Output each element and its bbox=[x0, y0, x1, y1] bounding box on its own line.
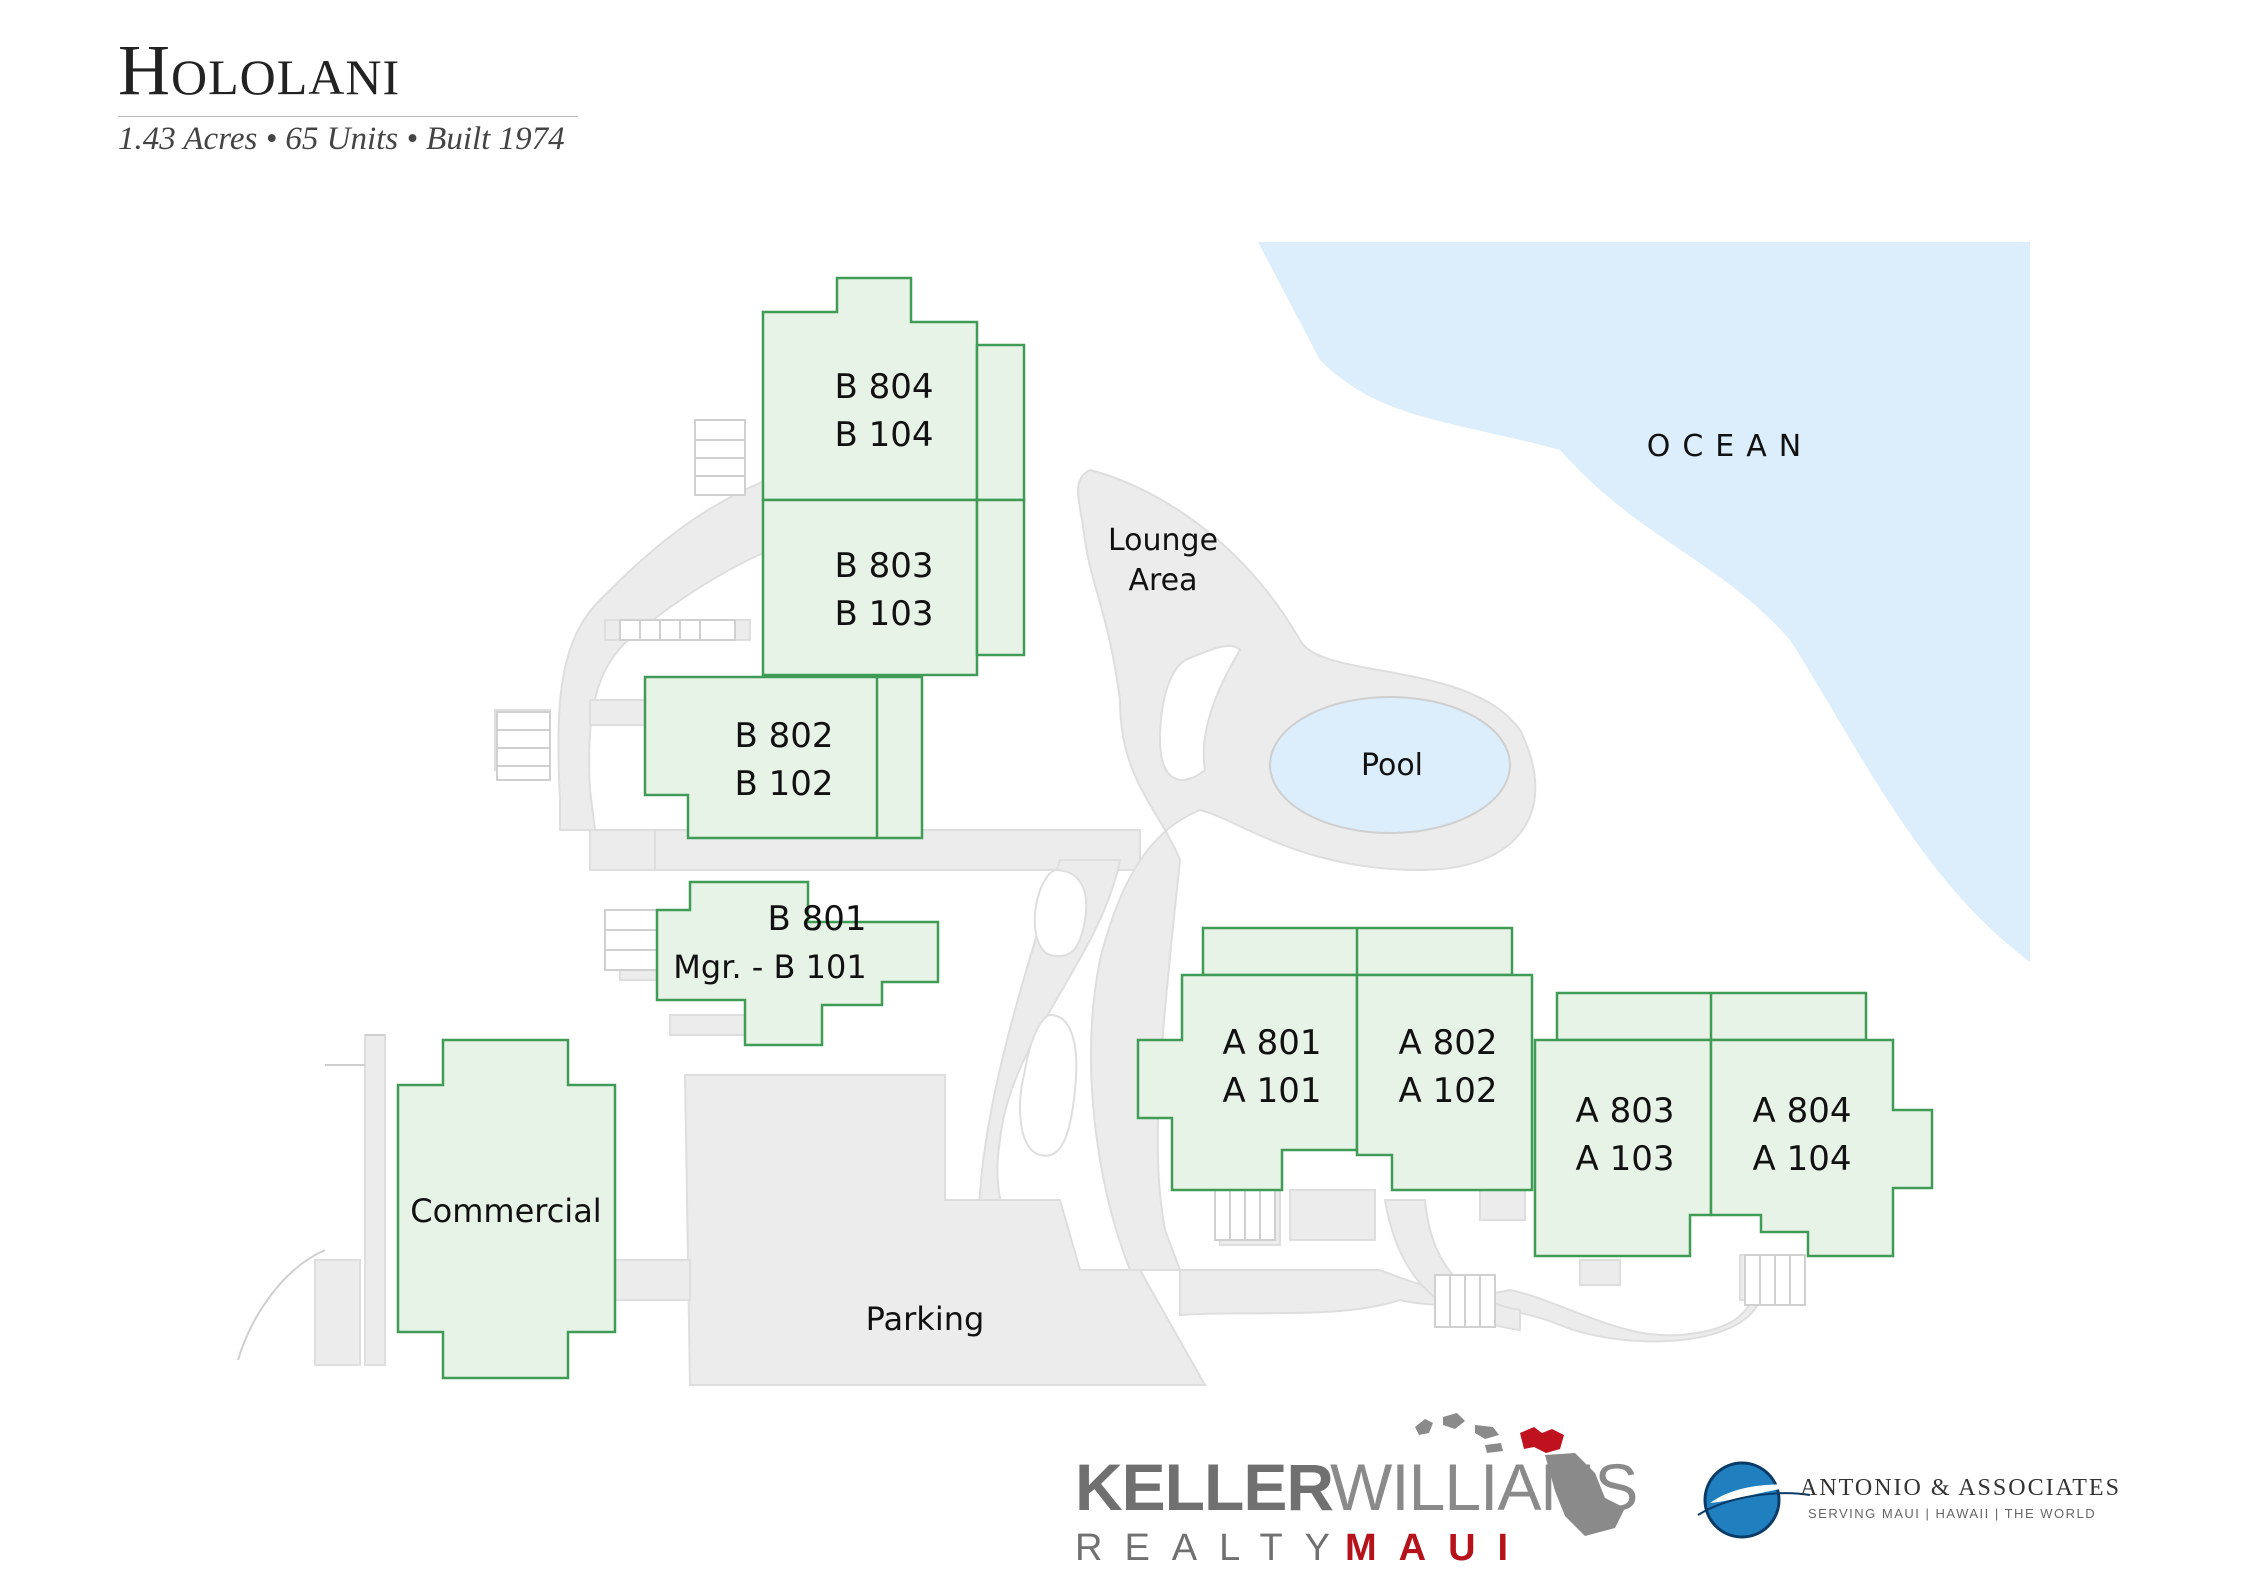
pool bbox=[1269, 696, 1511, 834]
aa-tagline: SERVING MAUI | HAWAII | THE WORLD bbox=[1808, 1506, 2096, 1521]
kw-maui: MAUI bbox=[1345, 1527, 1530, 1569]
stairs bbox=[496, 419, 1806, 1328]
property-edge-lines bbox=[325, 1034, 385, 1066]
antonio-associates-logo: ANTONIO & ASSOCIATES SERVING MAUI | HAWA… bbox=[1697, 1461, 2121, 1539]
property-edge bbox=[237, 1249, 326, 1361]
b802-label-1: B 802 bbox=[734, 716, 833, 756]
kw-williams: WILLIAMS bbox=[1330, 1450, 1637, 1524]
a804-label-2: A 104 bbox=[1753, 1139, 1852, 1179]
parking-label: Parking bbox=[866, 1300, 985, 1338]
header: Hololani 1.43 Acres • 65 Units • Built 1… bbox=[118, 30, 578, 158]
kw-realty: REALTY bbox=[1075, 1527, 1352, 1569]
b803-label-2: B 103 bbox=[834, 594, 933, 634]
page-subtitle: 1.43 Acres • 65 Units • Built 1974 bbox=[118, 121, 565, 157]
maui-island-icon bbox=[1520, 1427, 1564, 1453]
keller-williams-logo: KELLER WILLIAMS REALTY MAUI bbox=[1075, 1413, 1638, 1569]
title-divider bbox=[118, 116, 578, 117]
b801-label-2: Mgr. - B 101 bbox=[673, 948, 866, 986]
a803-label-1: A 803 bbox=[1576, 1091, 1675, 1131]
pool-label: Pool bbox=[1361, 748, 1423, 783]
building-b804-wing bbox=[975, 343, 1026, 502]
commercial-label: Commercial bbox=[410, 1192, 601, 1230]
a802-label-1: A 802 bbox=[1399, 1023, 1498, 1063]
lounge-label-line2: Area bbox=[1128, 563, 1197, 598]
b803-label-1: B 803 bbox=[834, 546, 933, 586]
building-b801 bbox=[655, 880, 940, 1047]
building-b803-wing bbox=[975, 498, 1026, 657]
a801-label-1: A 801 bbox=[1223, 1023, 1322, 1063]
b802-label-2: B 102 bbox=[734, 764, 833, 804]
b804-label-2: B 104 bbox=[834, 415, 933, 455]
a804-label-1: A 804 bbox=[1753, 1091, 1852, 1131]
globe-icon bbox=[1705, 1463, 1779, 1537]
ocean-area bbox=[1258, 242, 2030, 962]
building-commercial bbox=[396, 1038, 617, 1380]
a802-label-2: A 102 bbox=[1399, 1071, 1498, 1111]
building-a804 bbox=[1709, 1038, 1934, 1258]
b801-label-1: B 801 bbox=[767, 899, 866, 939]
buildings bbox=[396, 276, 1934, 1380]
aa-name: ANTONIO & ASSOCIATES bbox=[1800, 1475, 2121, 1501]
building-b802 bbox=[643, 675, 924, 840]
plane-icon bbox=[1710, 1484, 1800, 1503]
b804-label-1: B 804 bbox=[834, 367, 933, 407]
building-b803 bbox=[761, 498, 979, 677]
hawaii-islands-icon bbox=[1415, 1413, 1625, 1536]
kw-keller: KELLER bbox=[1075, 1450, 1333, 1524]
a803-label-2: A 103 bbox=[1576, 1139, 1675, 1179]
page-title: Hololani bbox=[118, 30, 401, 110]
a801-label-2: A 101 bbox=[1223, 1071, 1322, 1111]
building-a802 bbox=[1355, 973, 1534, 1192]
landscape-islands bbox=[1019, 644, 1242, 1157]
ocean-label: OCEAN bbox=[1647, 429, 1813, 464]
lounge-label-line1: Lounge bbox=[1108, 523, 1218, 558]
